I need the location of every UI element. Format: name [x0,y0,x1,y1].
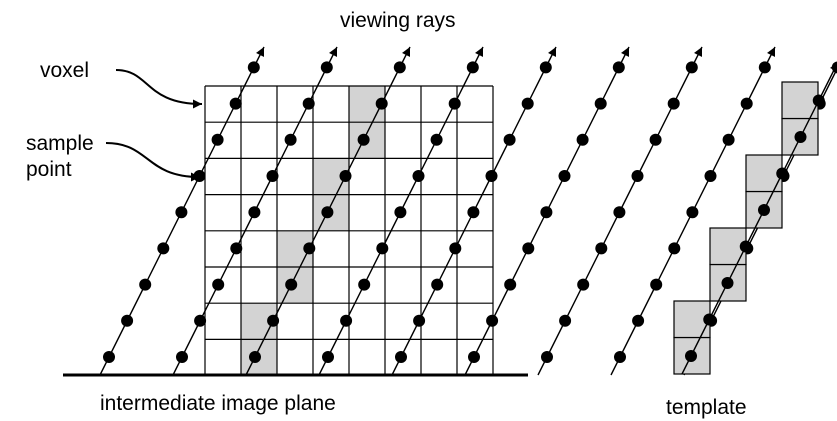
template-label: template [666,396,747,419]
sample-point [157,242,170,255]
sample-point [285,278,298,291]
sample-point [176,351,188,363]
template-sample-point [685,350,697,362]
template-sample-point [776,167,789,180]
sample-point [358,278,371,291]
template-sample-point [721,277,734,289]
sample-point [413,314,426,327]
sample-point [541,351,553,363]
point-label: point [26,158,72,181]
sample-point [704,170,717,182]
sample-point [284,133,297,146]
sample-point [194,314,207,327]
sample-point [267,314,280,327]
sample-point [139,278,152,291]
sample-point [247,61,260,74]
sample-point [649,133,662,146]
sample-point [614,351,626,363]
sample-point [375,97,388,110]
sample-point [485,170,498,182]
sample-point [103,351,115,363]
sample-point [303,242,316,255]
sample-point [302,97,315,110]
sample-point [448,97,461,110]
sample-point [594,97,607,110]
sample-point-pointer-arrow [105,142,201,182]
sample-point [468,351,480,363]
sample-point [376,242,389,255]
sample-point [395,351,407,363]
sample-point [668,242,681,255]
sample-point [576,133,589,146]
viewing-rays-label: viewing rays [340,9,456,32]
sample-point [632,314,645,327]
sample-point [339,170,352,182]
sample-point [612,61,625,74]
sample-point [577,278,590,291]
sample-point [229,97,242,110]
sample-label: sample [26,132,94,155]
template-sample-point [758,204,770,216]
sample-point [175,206,188,219]
intermediate-image-plane-label: intermediate image plane [100,392,336,415]
sample-point [248,206,261,219]
sample-point [211,133,224,146]
template-voxel [781,81,819,120]
template-sample-point [812,94,825,107]
sample-point [467,206,480,219]
sample-point [758,61,771,74]
sample-point [595,242,608,255]
sample-point [249,351,261,363]
sample-point [357,133,370,146]
shaded-voxel-layer [241,86,385,376]
sample-point [503,133,516,146]
sample-point [631,170,644,182]
sample-point [466,61,479,74]
sample-point [613,206,626,219]
sample-point [686,206,699,219]
voxel-label: voxel [40,59,89,82]
sample-point [322,351,334,363]
template-sample-point [703,313,716,326]
template-sample-point [739,240,752,253]
sample-point [522,242,535,255]
sample-point [504,278,517,291]
sample-point [449,242,462,255]
sample-point [650,278,663,291]
voxel-grid [204,85,494,377]
sample-point [394,206,407,219]
sample-point [559,314,572,327]
template-sample-point [794,131,807,143]
sample-point [230,242,243,255]
sample-point [321,206,334,219]
viewing-ray-layer [99,46,837,376]
sample-point [667,97,680,110]
voxel-pointer-arrow [115,69,203,109]
sample-point [521,97,534,110]
sample-point [212,278,225,291]
sample-point [685,61,698,74]
template-figure [673,62,837,375]
sample-point [266,170,279,182]
sample-point [430,133,443,146]
sample-point [740,97,753,110]
sample-point [558,170,571,182]
sample-point [393,61,406,74]
sample-point [722,133,735,146]
sample-point [340,314,353,327]
sample-point [539,61,552,74]
sample-point [320,61,333,74]
sample-point [486,314,499,327]
sample-point [412,170,425,182]
sample-point [431,278,444,291]
sample-point [121,314,134,327]
sample-point [540,206,553,219]
